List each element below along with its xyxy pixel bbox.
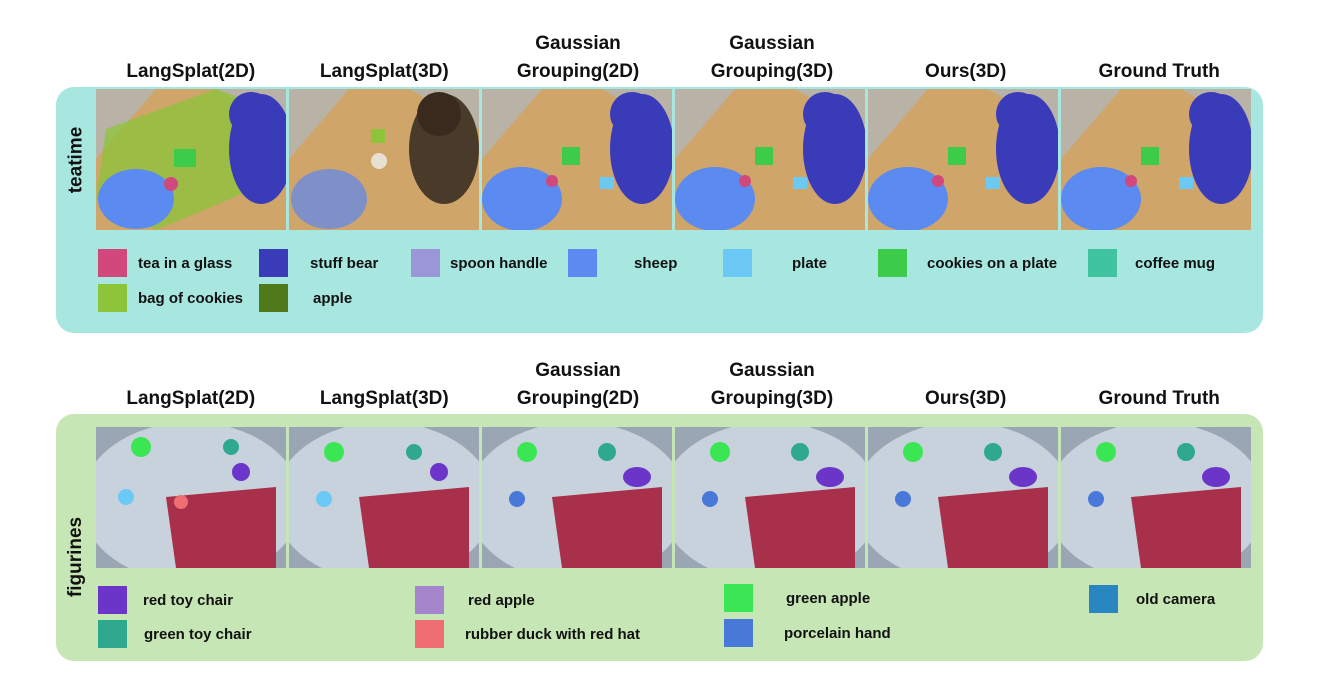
column-headers-teatime: LangSplat(2D) LangSplat(3D) Gaussian Gro… <box>94 30 1256 86</box>
legend-label: red toy chair <box>143 591 234 609</box>
legend-label: green apple <box>786 589 871 607</box>
column-header: Gaussian Grouping(3D) <box>710 33 834 82</box>
figurines-langsplat-2d-image <box>96 427 286 568</box>
teatime-langsplat-3d-image <box>289 89 479 230</box>
column-header: Gaussian Grouping(2D) <box>516 33 640 82</box>
teatime-gaussian-3d-image <box>675 89 865 230</box>
teatime-langsplat-2d-image <box>96 89 286 230</box>
legend-item: spoon handle <box>411 249 548 277</box>
legend-swatch <box>259 249 288 277</box>
legend-swatch <box>415 586 444 614</box>
column-header: LangSplat(2D) <box>126 61 256 82</box>
teatime-ground-truth-image <box>1061 89 1251 230</box>
column-header: Gaussian Grouping(2D) <box>516 360 640 409</box>
figurines-panel: figurines <box>56 414 1263 661</box>
legend-swatch <box>723 249 752 277</box>
column-header: LangSplat(2D) <box>126 388 256 409</box>
legend-swatch <box>568 249 597 277</box>
figurines-gaussian-3d-image <box>675 427 865 568</box>
column-header: Ground Truth <box>1098 388 1220 409</box>
legend-label: old camera <box>1136 590 1216 608</box>
legend-label: stuff bear <box>310 254 379 272</box>
legend-item: green apple <box>724 584 870 612</box>
legend-item: green toy chair <box>98 620 252 648</box>
column-header: Gaussian Grouping(3D) <box>710 360 834 409</box>
legend-swatch <box>1088 249 1117 277</box>
legend-label: cookies on a plate <box>927 254 1058 272</box>
teatime-image-row <box>96 89 1251 230</box>
column-headers-figurines: LangSplat(2D) LangSplat(3D) Gaussian Gro… <box>94 357 1256 413</box>
legend-item: plate <box>723 249 827 277</box>
teatime-gaussian-2d-image <box>482 89 672 230</box>
teatime-ours-3d-image <box>868 89 1058 230</box>
figurines-image-row <box>96 427 1251 568</box>
legend-item: old camera <box>1089 585 1215 613</box>
legend-swatch <box>98 586 127 614</box>
legend-item: porcelain hand <box>724 619 891 647</box>
legend-label: green toy chair <box>144 625 252 643</box>
legend-label: red apple <box>468 591 535 609</box>
legend-swatch <box>878 249 907 277</box>
legend-swatch <box>98 620 127 648</box>
legend-swatch <box>1089 585 1118 613</box>
legend-label: rubber duck with red hat <box>465 625 641 643</box>
legend-item: tea in a glass <box>98 249 232 277</box>
legend-label: coffee mug <box>1135 254 1216 272</box>
column-header: LangSplat(3D) <box>319 388 449 409</box>
legend-label: bag of cookies <box>138 289 244 307</box>
legend-label: apple <box>313 289 353 307</box>
scene-label: figurines <box>65 516 87 598</box>
legend-item: coffee mug <box>1088 249 1215 277</box>
legend-swatch <box>415 620 444 648</box>
legend-label: plate <box>792 254 828 272</box>
legend-item: red toy chair <box>98 586 233 614</box>
figurines-ours-3d-image <box>868 427 1058 568</box>
legend-label: spoon handle <box>450 254 548 272</box>
legend-item: apple <box>259 284 352 312</box>
legend-swatch <box>411 249 440 277</box>
legend-label: porcelain hand <box>784 624 891 642</box>
legend-item: cookies on a plate <box>878 249 1057 277</box>
column-header: Ground Truth <box>1098 61 1220 82</box>
column-header: Ours(3D) <box>925 61 1007 82</box>
legend-item: sheep <box>568 249 677 277</box>
legend-swatch <box>98 284 127 312</box>
scene-label: teatime <box>65 126 86 193</box>
figurines-langsplat-3d-image <box>289 427 479 568</box>
teatime-panel: teatime <box>56 87 1263 333</box>
legend-swatch <box>259 284 288 312</box>
column-header: Ours(3D) <box>925 388 1007 409</box>
legend-swatch <box>724 619 753 647</box>
legend-item: bag of cookies <box>98 284 243 312</box>
legend-swatch <box>724 584 753 612</box>
legend-swatch <box>98 249 127 277</box>
legend-item: red apple <box>415 586 535 614</box>
figurines-gaussian-2d-image <box>482 427 672 568</box>
legend-label: tea in a glass <box>138 254 233 272</box>
legend-label: sheep <box>634 254 678 272</box>
legend-item: rubber duck with red hat <box>415 620 640 648</box>
column-header: LangSplat(3D) <box>319 61 449 82</box>
legend-item: stuff bear <box>259 249 378 277</box>
figurines-ground-truth-image <box>1061 427 1251 568</box>
